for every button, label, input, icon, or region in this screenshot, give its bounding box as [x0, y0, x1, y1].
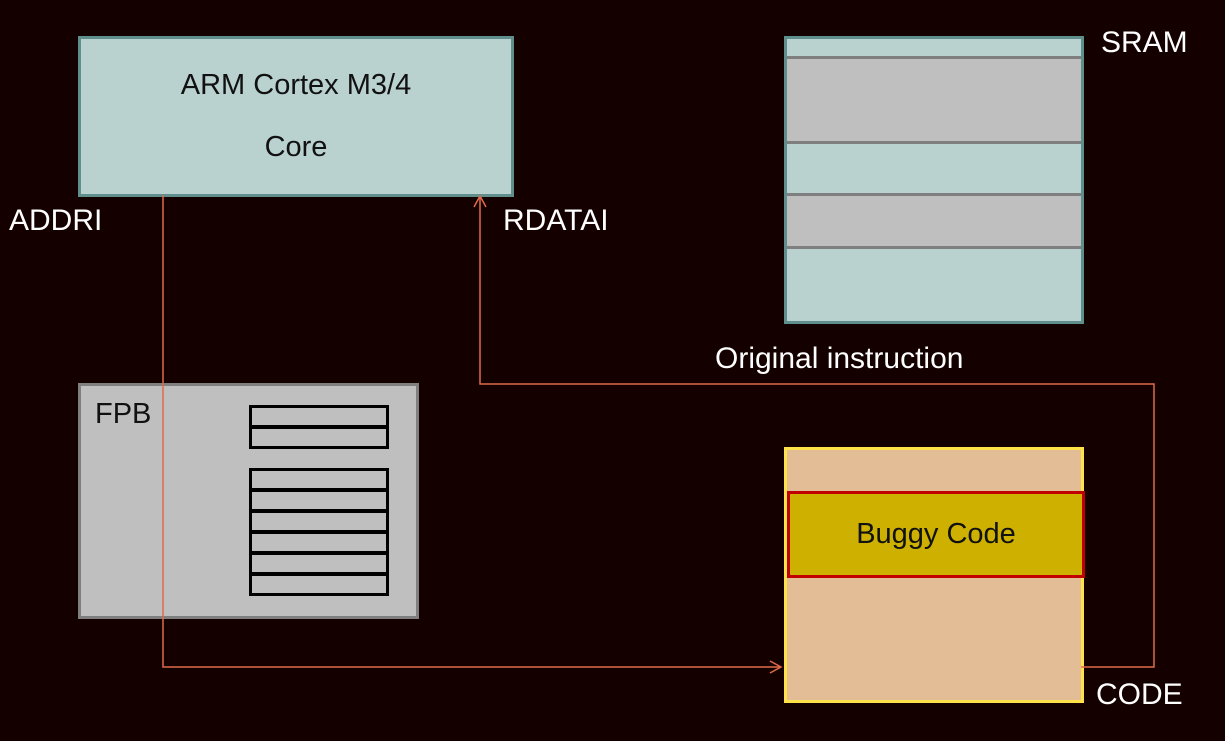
rdatai-arrowhead	[473, 194, 487, 208]
rdatai-wire	[479, 197, 1155, 668]
sram-row	[787, 249, 1081, 321]
sram-block	[784, 36, 1084, 324]
sram-row	[787, 196, 1081, 249]
fpb-register	[249, 426, 389, 449]
fpb-register	[249, 573, 389, 596]
original-instruction-label: Original instruction	[715, 342, 964, 375]
sram-row	[787, 144, 1081, 196]
addri-wire	[162, 195, 780, 668]
rdatai-label: RDATAI	[503, 204, 609, 237]
core-title: ARM Cortex M3/4	[180, 69, 412, 101]
fpb-block: FPB	[78, 383, 419, 619]
addri-arrowhead	[769, 660, 783, 674]
code-block: Buggy Code	[784, 447, 1085, 703]
buggy-code-label: Buggy Code	[856, 518, 1016, 550]
core-subtitle: Core	[264, 131, 328, 163]
core-block: ARM Cortex M3/4 Core	[78, 36, 514, 197]
sram-row	[787, 39, 1081, 59]
sram-row	[787, 59, 1081, 144]
addri-label: ADDRI	[9, 204, 103, 237]
code-label: CODE	[1096, 678, 1183, 711]
fpb-label: FPB	[95, 398, 152, 430]
sram-label: SRAM	[1101, 26, 1188, 59]
buggy-code-region: Buggy Code	[787, 491, 1085, 578]
